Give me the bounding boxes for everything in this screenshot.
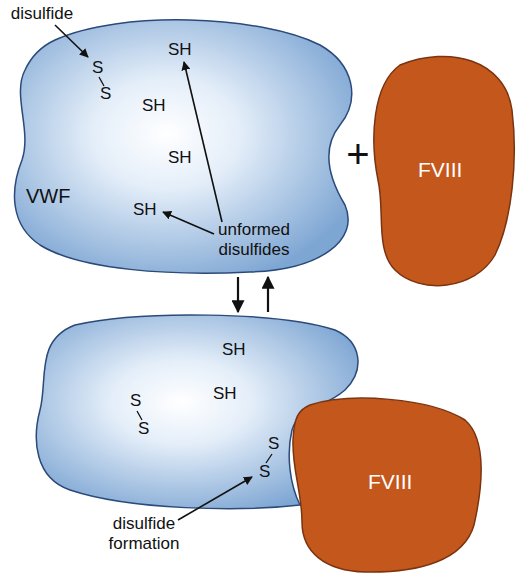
thiol-group: SH (222, 340, 246, 360)
sulfur-atom: S (138, 419, 149, 439)
sulfur-atom: S (92, 58, 103, 78)
thiol-group: SH (168, 148, 192, 168)
thiol-group: SH (213, 384, 237, 404)
thiol-group: SH (133, 200, 157, 220)
bond-line (137, 411, 142, 420)
leader-arrow (55, 25, 88, 57)
equilibrium-arrow (267, 277, 269, 312)
fviii-blob: FVIII (288, 395, 483, 575)
vwf-blob: SS SH SH SH SH VWF (10, 12, 365, 277)
sulfur-atom: S (268, 434, 279, 454)
equilibrium-arrow (237, 277, 239, 312)
vwf-blob-shape (15, 20, 352, 273)
thiol-group: SH (142, 96, 166, 116)
callout-label: disulfide formation (88, 514, 200, 554)
leader-arrow (163, 212, 214, 234)
protein-name: VWF (26, 186, 70, 206)
plus-sign: + (340, 132, 376, 176)
bond-line (266, 454, 272, 463)
callout-label: disulfide (2, 4, 82, 24)
fviii-blob-shape (374, 56, 514, 285)
leader-arrow (178, 477, 252, 520)
leader-arrow (184, 62, 222, 222)
thiol-group: SH (168, 40, 192, 60)
fviii-blob: FVIII (375, 55, 515, 295)
sulfur-atom: S (259, 462, 270, 482)
bond-line (99, 77, 104, 86)
protein-name: FVIII (418, 160, 462, 180)
callout-label: unformed disulfides (198, 220, 310, 260)
sulfur-atom: S (100, 84, 111, 104)
sulfur-atom: S (130, 391, 141, 411)
protein-name: FVIII (368, 472, 412, 492)
fviii-blob-shape (293, 398, 481, 572)
